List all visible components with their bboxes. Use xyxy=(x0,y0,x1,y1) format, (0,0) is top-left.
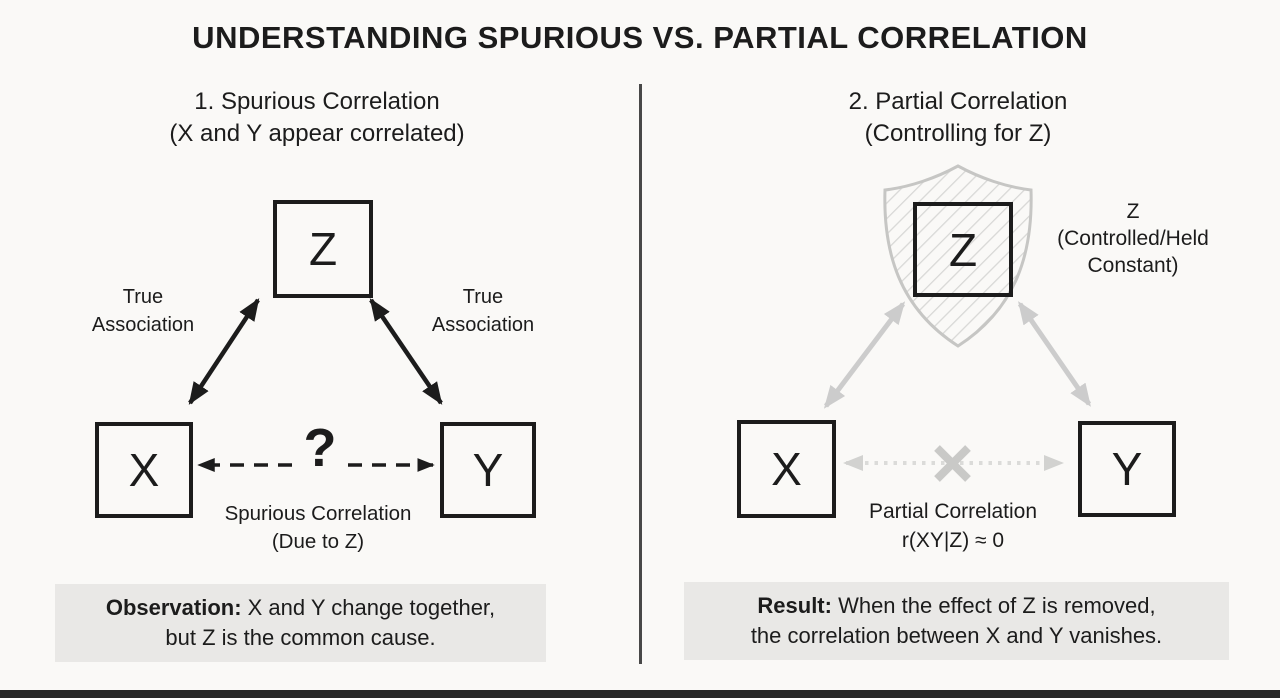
arrow-z-x xyxy=(188,298,260,405)
result-line1: Result: When the effect of Z is removed, xyxy=(757,593,1156,618)
arrow-z-x-muted xyxy=(823,301,906,409)
z-controlled-label: Z (Controlled/Held Constant) xyxy=(1057,200,1209,277)
arrow-z-y xyxy=(369,298,443,405)
question-mark: ? xyxy=(303,418,337,478)
node-x-right: X xyxy=(737,420,836,518)
spurious-correlation-label: Spurious Correlation (Due to Z) xyxy=(224,502,412,553)
node-x-left: X xyxy=(95,422,193,518)
node-y-right: Y xyxy=(1078,421,1176,517)
observation-line1: Observation: X and Y change together, xyxy=(105,595,496,620)
true-association-label-left: True Association xyxy=(91,286,195,336)
bottom-edge-bar xyxy=(0,690,1280,698)
panel-divider xyxy=(639,84,642,664)
observation-line2: but Z is the common cause. xyxy=(165,625,436,650)
controlled-association-arrows xyxy=(823,301,1092,409)
result-note: Result: When the effect of Z is removed,… xyxy=(684,582,1229,660)
partial-correlation-label: Partial Correlation r(XY|Z) ≈ 0 xyxy=(868,500,1038,552)
left-panel-heading: 1. Spurious Correlation (X and Y appear … xyxy=(169,88,465,147)
true-association-label-right: True Association xyxy=(431,286,535,336)
page-title: UNDERSTANDING SPURIOUS VS. PARTIAL CORRE… xyxy=(192,20,1088,55)
arrow-z-y-muted xyxy=(1017,301,1092,407)
observation-note: Observation: X and Y change together, bu… xyxy=(55,584,546,662)
node-y-left: Y xyxy=(440,422,536,518)
node-z-right: Z xyxy=(913,202,1013,297)
node-z-left: Z xyxy=(273,200,373,298)
right-panel-heading: 2. Partial Correlation (Controlling for … xyxy=(848,88,1068,147)
result-line2: the correlation between X and Y vanishes… xyxy=(750,623,1163,648)
true-association-arrows xyxy=(188,298,443,405)
cancelled-x-icon xyxy=(934,445,971,482)
partial-dotted-arrow xyxy=(843,445,1064,482)
